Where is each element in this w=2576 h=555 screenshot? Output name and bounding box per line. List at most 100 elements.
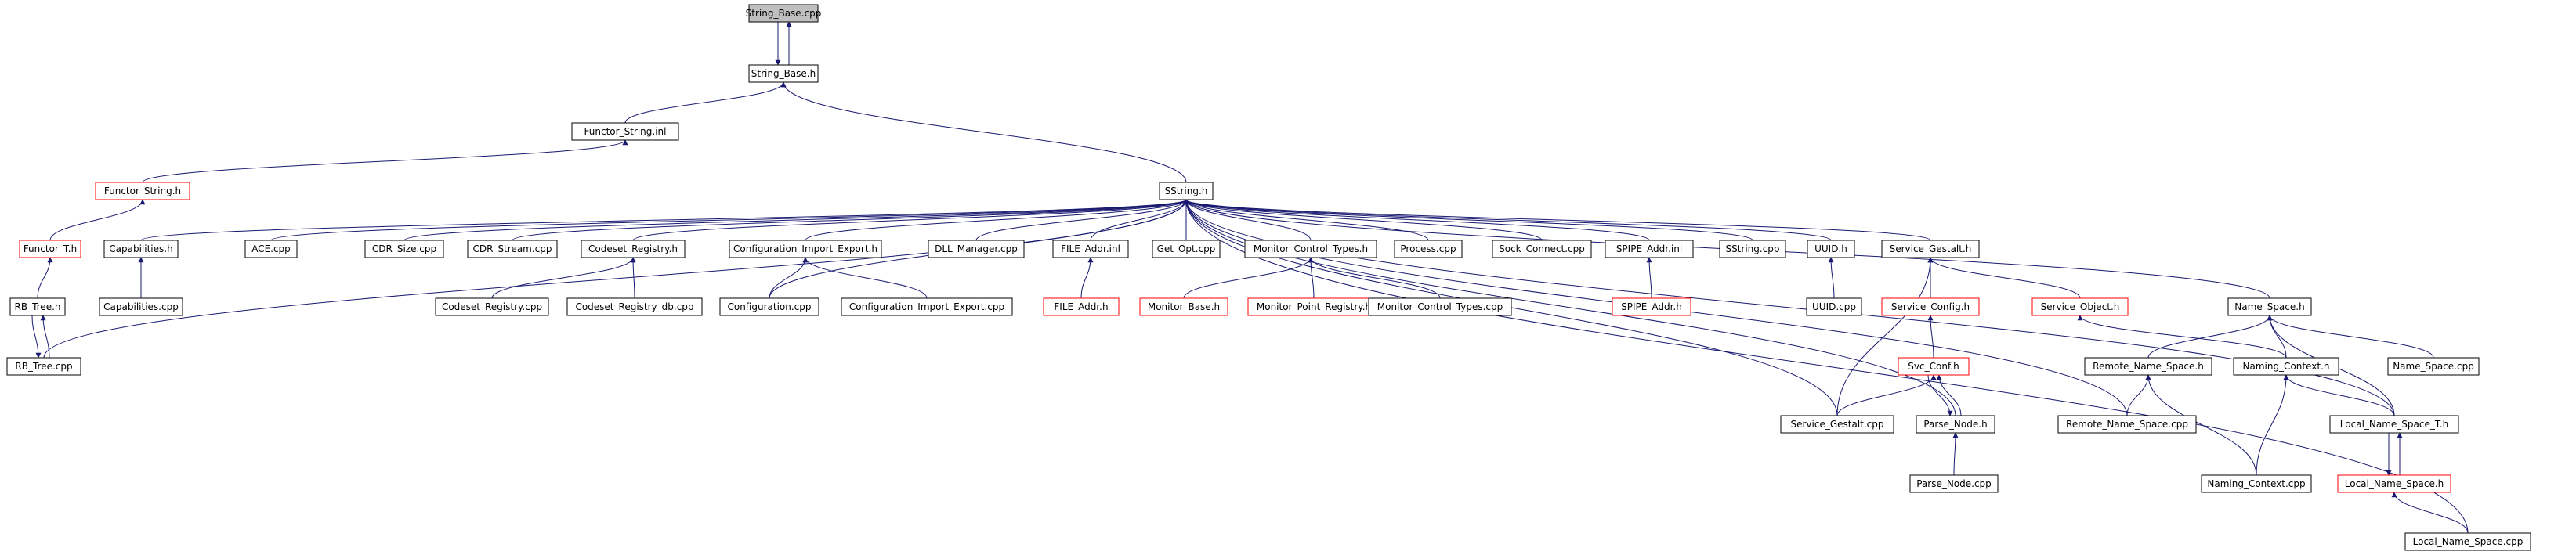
node-box[interactable]	[1780, 415, 1894, 434]
node-box[interactable]	[2227, 297, 2312, 316]
graph-node[interactable]: Service_Gestalt.cpp	[1780, 415, 1894, 434]
node-box[interactable]	[1807, 240, 1855, 258]
node-box[interactable]	[435, 297, 549, 316]
node-box[interactable]	[1898, 357, 1970, 376]
node-box[interactable]	[566, 297, 703, 316]
node-box[interactable]	[1916, 415, 1995, 434]
node-box[interactable]	[571, 122, 679, 141]
node-box[interactable]	[364, 240, 444, 258]
graph-node[interactable]: Codeset_Registry.cpp	[435, 297, 549, 316]
graph-node[interactable]: Configuration_Import_Export.h	[729, 240, 882, 258]
graph-node[interactable]: Local_Name_Space.h	[2337, 474, 2451, 493]
graph-node[interactable]: Parse_Node.cpp	[1909, 474, 1999, 493]
node-box[interactable]	[1043, 297, 1120, 316]
node-box[interactable]	[2329, 415, 2459, 434]
graph-node[interactable]: Remote_Name_Space.cpp	[2057, 415, 2197, 434]
graph-node[interactable]: Functor_T.h	[19, 240, 81, 258]
node-box[interactable]	[1159, 182, 1214, 200]
graph-node[interactable]: Local_Name_Space.cpp	[2404, 532, 2531, 551]
node-box[interactable]	[1152, 240, 1221, 258]
graph-node[interactable]: UUID.h	[1807, 240, 1855, 258]
graph-node[interactable]: Service_Config.h	[1881, 297, 1980, 316]
graph-node[interactable]: Svc_Conf.h	[1898, 357, 1970, 376]
graph-node[interactable]: DLL_Manager.cpp	[928, 240, 1025, 258]
graph-node[interactable]: Monitor_Base.h	[1139, 297, 1228, 316]
graph-node[interactable]: Get_Opt.cpp	[1152, 240, 1221, 258]
graph-node[interactable]: Remote_Name_Space.h	[2084, 357, 2212, 376]
node-box[interactable]	[928, 240, 1025, 258]
graph-node[interactable]: String_Base.h	[748, 64, 819, 83]
node-box[interactable]	[1806, 297, 1862, 316]
graph-node[interactable]: Capabilities.h	[103, 240, 179, 258]
node-box[interactable]	[748, 4, 819, 23]
graph-node[interactable]: Configuration_Import_Export.cpp	[841, 297, 1013, 316]
graph-node[interactable]: Codeset_Registry.h	[581, 240, 686, 258]
graph-node[interactable]: Name_Space.h	[2227, 297, 2312, 316]
graph-node[interactable]: Service_Object.h	[2031, 297, 2129, 316]
node-box[interactable]	[1492, 240, 1592, 258]
node-box[interactable]	[1368, 297, 1512, 316]
graph-node[interactable]: Functor_String.h	[95, 182, 190, 200]
node-box[interactable]	[1719, 240, 1786, 258]
graph-node[interactable]: CDR_Stream.cpp	[467, 240, 558, 258]
node-box[interactable]	[2084, 357, 2212, 376]
node-box[interactable]	[2201, 474, 2312, 493]
graph-node[interactable]: Monitor_Control_Types.h	[1244, 240, 1377, 258]
node-box[interactable]	[748, 64, 819, 83]
dependency-edge	[1183, 199, 1956, 416]
graph-node[interactable]: Capabilities.cpp	[99, 297, 183, 316]
graph-node[interactable]: SPIPE_Addr.h	[1612, 297, 1691, 316]
graph-node[interactable]: FILE_Addr.inl	[1052, 240, 1129, 258]
node-box[interactable]	[729, 240, 882, 258]
graph-node[interactable]: ACE.cpp	[244, 240, 298, 258]
node-box[interactable]	[1612, 297, 1691, 316]
node-box[interactable]	[1244, 240, 1377, 258]
graph-node[interactable]: Service_Gestalt.h	[1881, 240, 1980, 258]
node-box[interactable]	[2337, 474, 2451, 493]
node-box[interactable]	[581, 240, 686, 258]
node-box[interactable]	[1605, 240, 1694, 258]
graph-node[interactable]: SString.cpp	[1719, 240, 1786, 258]
graph-node[interactable]: SString.h	[1159, 182, 1214, 200]
graph-node[interactable]: Process.cpp	[1394, 240, 1463, 258]
node-box[interactable]	[2404, 532, 2531, 551]
node-box[interactable]	[6, 357, 81, 376]
graph-node[interactable]: Codeset_Registry_db.cpp	[566, 297, 703, 316]
graph-node[interactable]: Configuration.cpp	[719, 297, 819, 316]
graph-node[interactable]: Monitor_Point_Registry.h	[1247, 297, 1380, 316]
node-box[interactable]	[95, 182, 190, 200]
graph-node[interactable]: Name_Space.cpp	[2387, 357, 2480, 376]
graph-node[interactable]: UUID.cpp	[1806, 297, 1862, 316]
node-box[interactable]	[1881, 297, 1980, 316]
node-box[interactable]	[1909, 474, 1999, 493]
graph-node[interactable]: FILE_Addr.h	[1043, 297, 1120, 316]
graph-node[interactable]: RB_Tree.cpp	[6, 357, 81, 376]
node-box[interactable]	[2387, 357, 2480, 376]
node-box[interactable]	[9, 297, 66, 316]
graph-node[interactable]: Naming_Context.cpp	[2201, 474, 2312, 493]
graph-node[interactable]: Naming_Context.h	[2233, 357, 2339, 376]
graph-node[interactable]: CDR_Size.cpp	[364, 240, 444, 258]
node-box[interactable]	[1052, 240, 1129, 258]
node-box[interactable]	[467, 240, 558, 258]
node-box[interactable]	[1881, 240, 1980, 258]
graph-node[interactable]: Monitor_Control_Types.cpp	[1368, 297, 1512, 316]
node-box[interactable]	[1394, 240, 1463, 258]
graph-node[interactable]: Functor_String.inl	[571, 122, 679, 141]
node-box[interactable]	[2057, 415, 2197, 434]
graph-node[interactable]: SPIPE_Addr.inl	[1605, 240, 1694, 258]
graph-node[interactable]: String_Base.cpp	[746, 4, 822, 23]
graph-node[interactable]: Local_Name_Space_T.h	[2329, 415, 2459, 434]
node-box[interactable]	[1139, 297, 1228, 316]
node-box[interactable]	[244, 240, 298, 258]
node-box[interactable]	[2031, 297, 2129, 316]
node-box[interactable]	[719, 297, 819, 316]
graph-node[interactable]: Sock_Connect.cpp	[1492, 240, 1592, 258]
node-box[interactable]	[99, 297, 183, 316]
node-box[interactable]	[19, 240, 81, 258]
graph-node[interactable]: RB_Tree.h	[9, 297, 66, 316]
node-box[interactable]	[103, 240, 179, 258]
node-box[interactable]	[841, 297, 1013, 316]
node-box[interactable]	[2233, 357, 2339, 376]
graph-node[interactable]: Parse_Node.h	[1916, 415, 1995, 434]
